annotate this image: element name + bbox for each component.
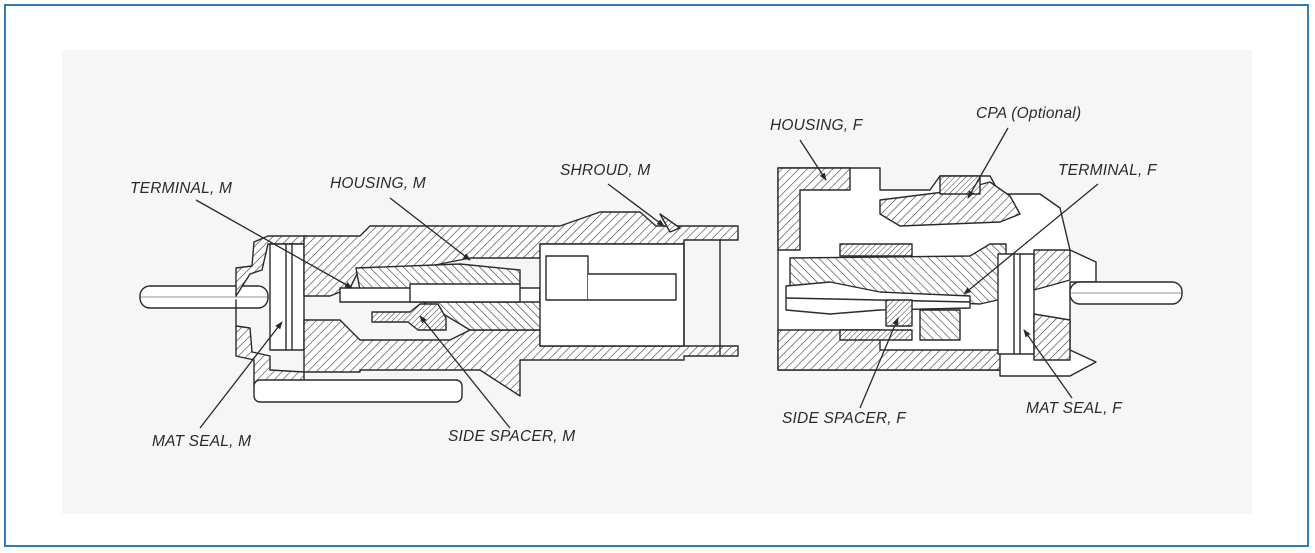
mat-seal-f-part: [997, 253, 1035, 355]
rear-cap-m: [235, 299, 305, 387]
female-connector: [777, 167, 1183, 377]
label-side-spacer-m: SIDE SPACER, M: [448, 428, 576, 445]
label-mat-seal-f: MAT SEAL, F: [1026, 400, 1122, 417]
leader-lines: [195, 127, 1099, 429]
label-side-spacer-f: SIDE SPACER, F: [782, 410, 906, 427]
label-cpa: CPA (Optional): [976, 105, 1082, 122]
label-terminal-m: TERMINAL, M: [130, 180, 233, 197]
side-spacer-f-part: [885, 299, 913, 327]
label-mat-seal-m: MAT SEAL, M: [152, 433, 252, 450]
label-housing-m: HOUSING, M: [330, 175, 426, 192]
label-shroud-m: SHROUD, M: [560, 162, 651, 179]
label-terminal-f: TERMINAL, F: [1058, 162, 1157, 179]
label-housing-f: HOUSING, F: [770, 117, 863, 134]
mat-seal-m-part: [269, 243, 305, 351]
terminal-f-part: [785, 281, 971, 315]
male-connector: [139, 211, 739, 403]
latch-m: [253, 379, 463, 403]
side-spacer-m-part: [371, 303, 447, 331]
